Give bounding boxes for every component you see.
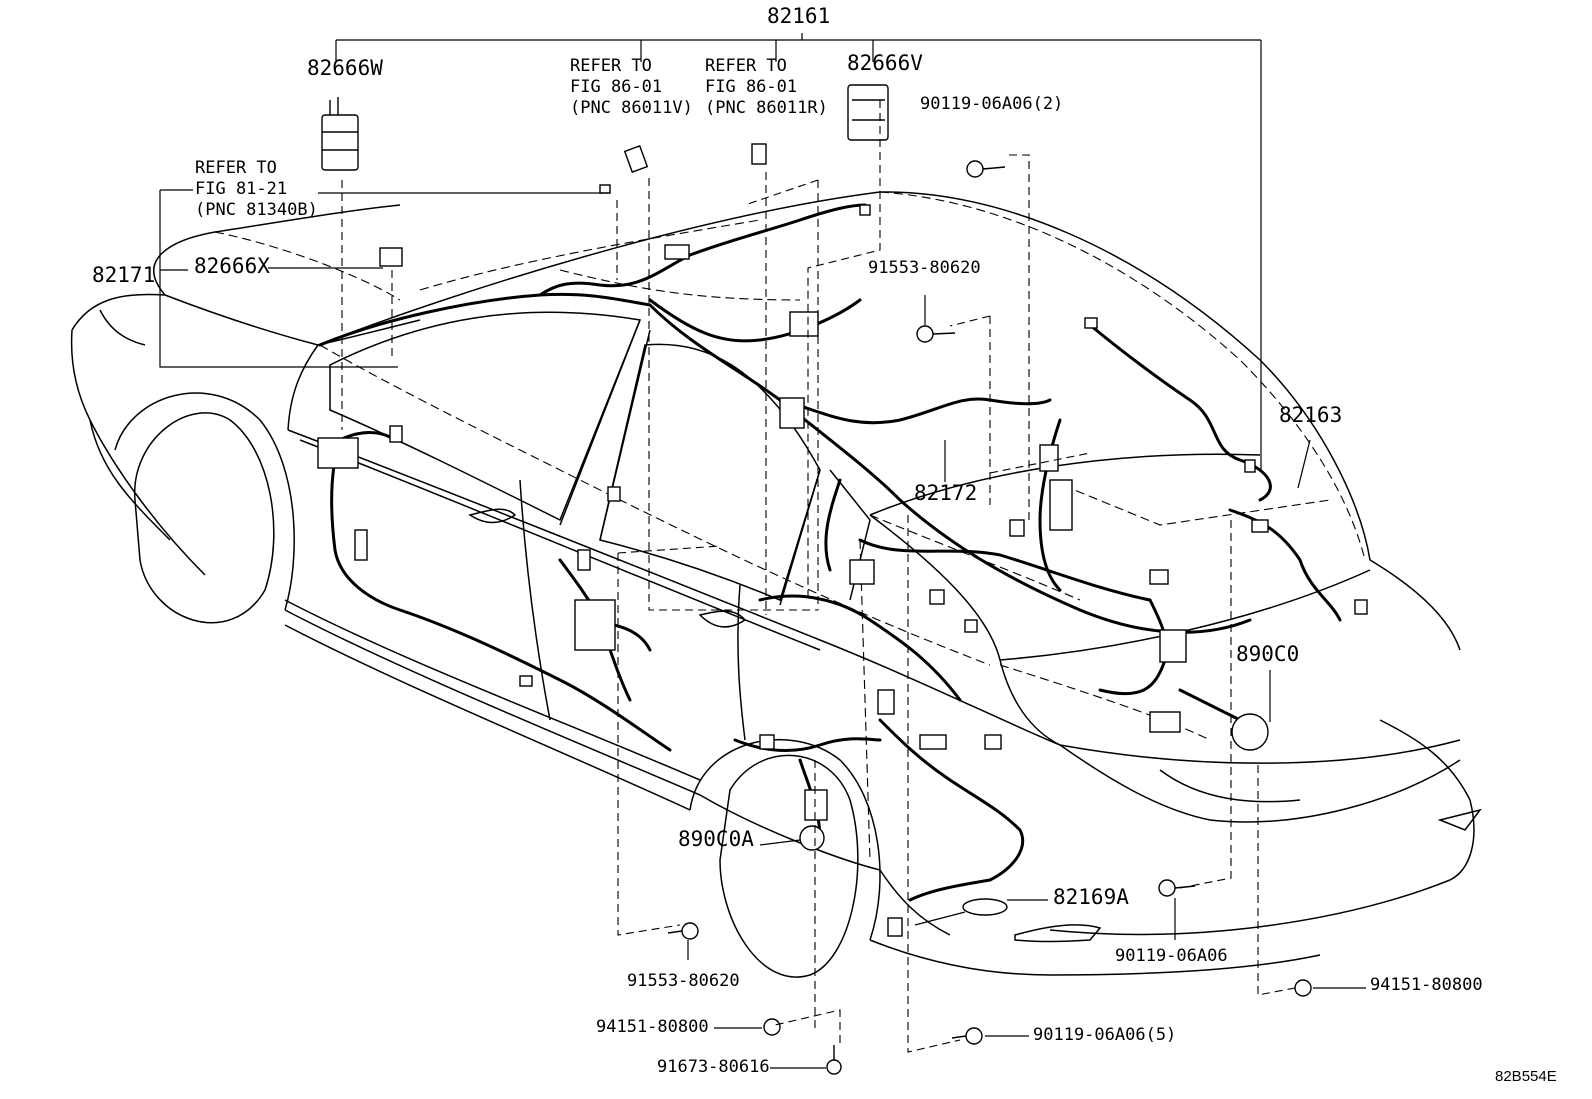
reference-line: FIG 81-21	[195, 179, 288, 199]
fastener-label-90119-06a06-5: 90119-06A06(5)	[1033, 1025, 1177, 1045]
part-label-82169a: 82169A	[1053, 885, 1129, 909]
part-label-82161: 82161	[767, 4, 831, 28]
reference-line: REFER TO	[570, 56, 652, 76]
reference-line: FIG 86-01	[705, 77, 798, 97]
part-label-890c0a: 890C0A	[678, 827, 754, 851]
leader-lines	[159, 33, 1366, 1069]
connector-shapes	[317, 84, 1368, 1075]
dashed-guide-lines	[341, 100, 1296, 1053]
reference-line: REFER TO	[195, 158, 277, 178]
illustration-code: 82B554E	[1495, 1068, 1557, 1085]
part-label-890c0: 890C0	[1236, 642, 1300, 666]
reference-line: (PNC 81340B)	[195, 200, 318, 220]
part-label-82171: 82171	[92, 263, 156, 287]
part-label-82666v: 82666V	[847, 51, 923, 75]
reference-note-86011v: REFER TO FIG 86-01 (PNC 86011V)	[570, 56, 693, 119]
fastener-label-90119-06a06: 90119-06A06	[1115, 946, 1228, 966]
reference-line: REFER TO	[705, 56, 787, 76]
hidden-structure-lines	[214, 191, 1366, 861]
part-label-82666x: 82666X	[194, 254, 270, 278]
fastener-label-90119-06a06-2: 90119-06A06(2)	[920, 94, 1064, 114]
reference-line: (PNC 86011V)	[570, 98, 693, 118]
part-label-82163: 82163	[1279, 403, 1343, 427]
car-body-outline	[70, 191, 1482, 978]
reference-line: FIG 86-01	[570, 77, 663, 97]
wire-harness-lines	[318, 203, 1342, 902]
fastener-label-91673-80616: 91673-80616	[657, 1057, 770, 1077]
reference-line: (PNC 86011R)	[705, 98, 828, 118]
reference-note-86011r: REFER TO FIG 86-01 (PNC 86011R)	[705, 56, 828, 119]
fastener-label-91553-80620-bottom: 91553-80620	[627, 971, 740, 991]
reference-note-81340b: REFER TO FIG 81-21 (PNC 81340B)	[195, 158, 318, 221]
fastener-label-94151-80800-right: 94151-80800	[1370, 975, 1483, 995]
part-label-82172: 82172	[914, 481, 978, 505]
part-label-82666w: 82666W	[307, 56, 383, 80]
fastener-label-91553-80620-top: 91553-80620	[868, 258, 981, 278]
fastener-label-94151-80800-left: 94151-80800	[596, 1017, 709, 1037]
